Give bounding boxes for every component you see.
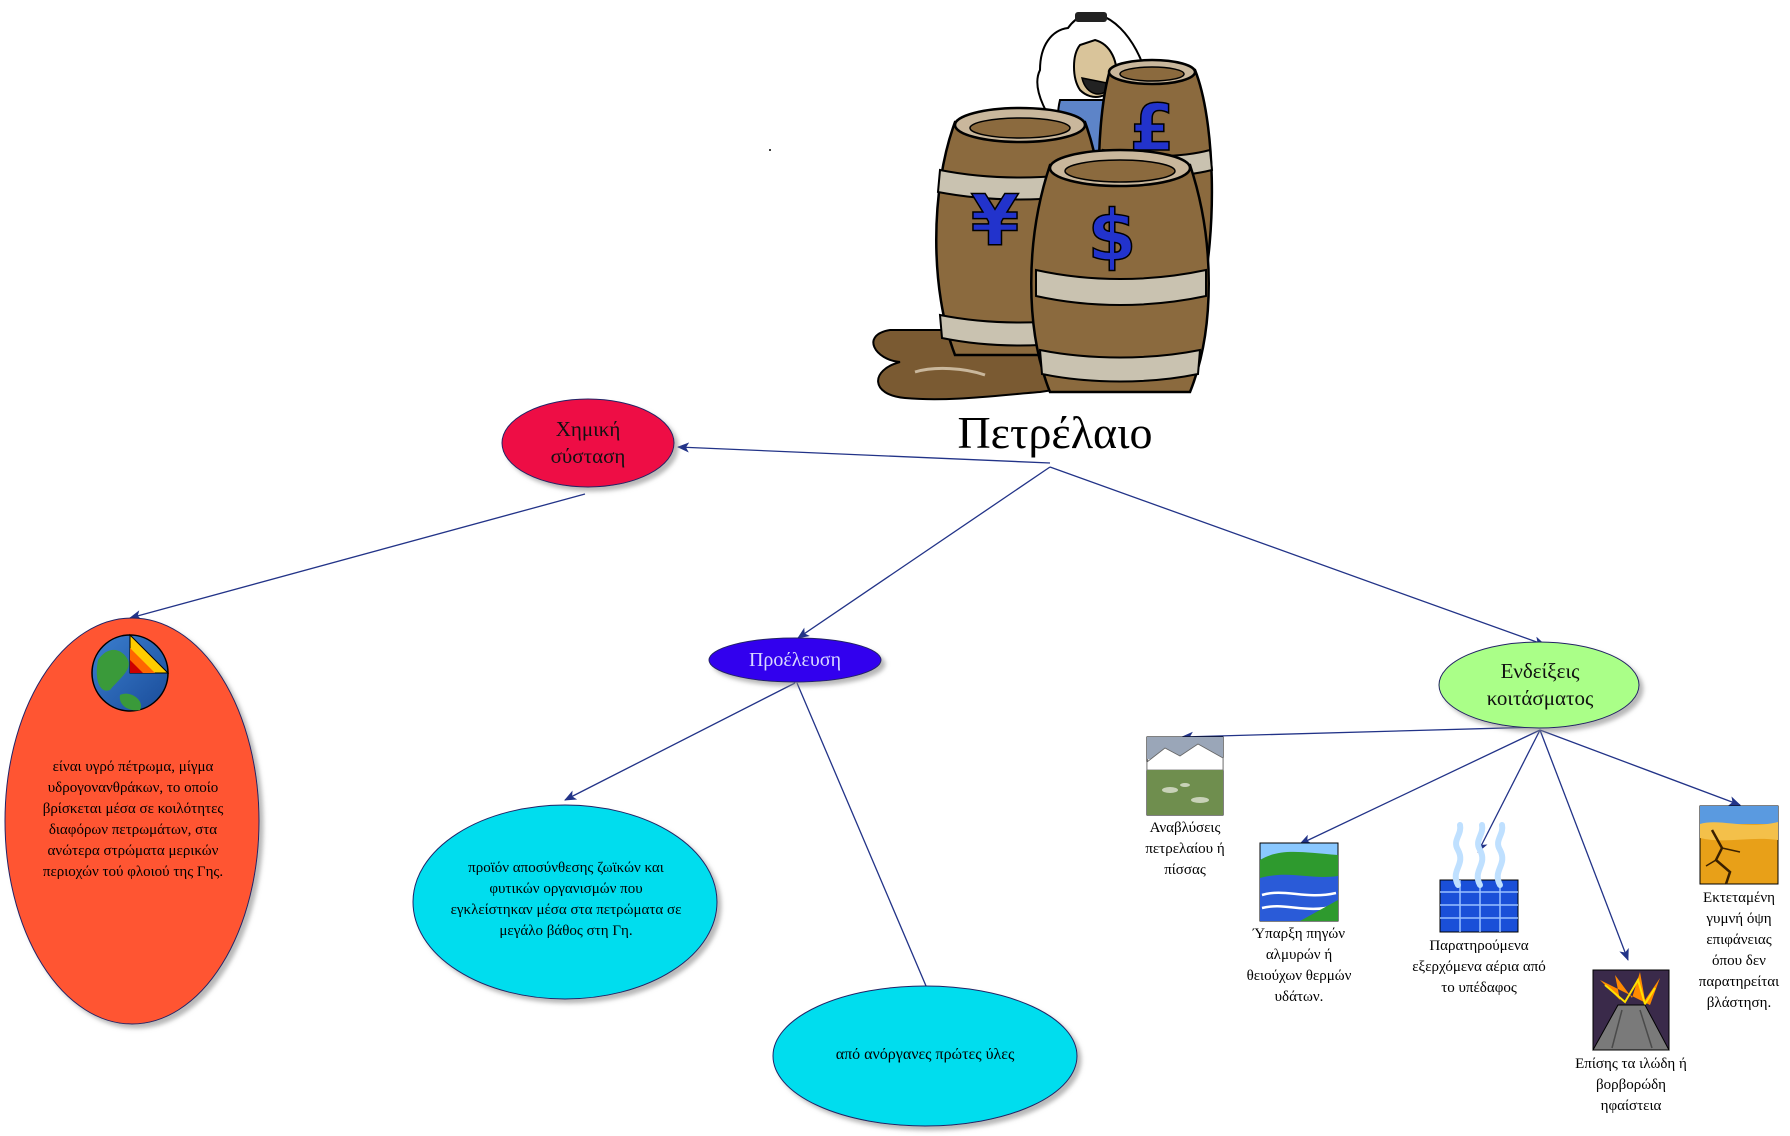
sign-label-5: Εκτεταμένη γυμνή όψη επιφάνειας όπου δεν… — [1698, 890, 1780, 1011]
river-icon — [1259, 842, 1339, 922]
arrow-title-chemical — [677, 442, 1051, 464]
node-chemical-composition — [501, 398, 675, 488]
sign-label-3: Παρατηρούμενα εξερχόμενα αέρια από το υπ… — [1412, 938, 1546, 996]
node-origin-inorganic — [772, 985, 1078, 1127]
svg-text:$: $ — [1088, 195, 1137, 277]
node-deposit-signs — [1438, 641, 1640, 729]
node-chemical-description — [4, 617, 260, 1025]
desert-crack-icon — [1699, 805, 1779, 885]
chemical-composition-label: Χημική σύσταση — [550, 417, 626, 468]
node-origin — [708, 637, 882, 683]
arrow-title-signs — [1049, 466, 1546, 646]
sign-label-4: Επίσης τα ιλώδη ή βορβορώδη ηφαίστεια — [1575, 1056, 1687, 1114]
arrow-signs-2 — [1299, 729, 1541, 845]
deposit-signs-label: Ενδείξεις κοιτάσματος — [1486, 659, 1594, 710]
earth-icon — [91, 633, 170, 712]
node-origin-organic — [412, 804, 718, 1000]
chemical-description-text: είναι υγρό πέτρωμα, μίγμα υδρογονανθράκω… — [42, 759, 224, 880]
arrow-chemical-desc — [129, 493, 586, 620]
origin-organic-text: προϊόν αποσύνθεσης ζωϊκών και φυτικών ορ… — [450, 860, 682, 939]
svg-text:¥: ¥ — [971, 180, 1020, 262]
arrow-origin-organic — [564, 682, 796, 801]
arrow-signs-5 — [1539, 729, 1741, 806]
origin-inorganic-text: από ανόργανες πρώτες ύλες — [835, 1046, 1015, 1063]
arrow-signs-1 — [1181, 726, 1541, 742]
arrow-title-origin — [797, 466, 1051, 639]
sign-label-2: Ύπαρξη πηγών αλμυρών ή θειούχων θερμών υ… — [1246, 926, 1352, 1005]
arrow-signs-4 — [1539, 729, 1629, 961]
map-title: Πετρέλαιο — [957, 407, 1153, 458]
arrow-signs-3 — [1477, 729, 1541, 853]
landscape-icon — [1146, 736, 1224, 816]
oil-barrels-illustration: £ ¥ $ — [872, 12, 1214, 401]
sign-label-1: Αναβλύσεις πετρελαίου ή πίσσας — [1145, 820, 1225, 878]
gas-vapor-icon — [1439, 822, 1519, 933]
arrows — [129, 442, 1741, 1001]
volcano-icon — [1592, 969, 1670, 1051]
arrow-origin-inorganic — [796, 682, 933, 1001]
origin-label: Προέλευση — [748, 649, 842, 671]
